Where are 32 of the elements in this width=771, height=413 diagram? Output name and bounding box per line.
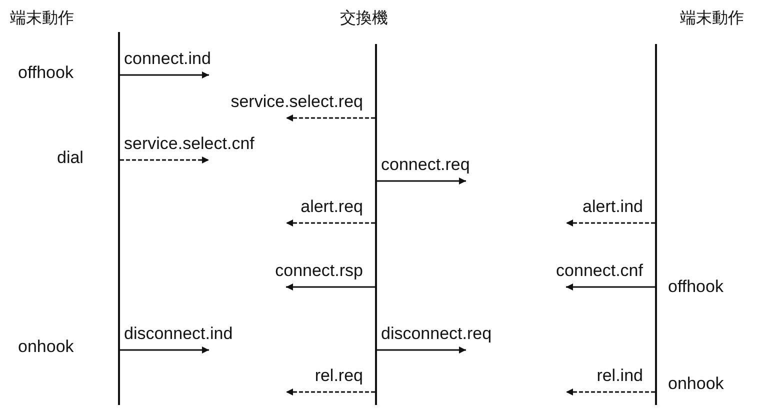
lifeline-heading: 交換機 (340, 8, 388, 29)
message-label: rel.req (314, 366, 363, 386)
terminal-action-label: dial (57, 148, 84, 168)
message-label: rel.ind (596, 366, 643, 386)
message-label: service.select.req (230, 92, 363, 112)
message-label: service.select.cnf (124, 134, 254, 154)
message-arrow (286, 114, 375, 122)
message-arrow (286, 284, 375, 290)
message-arrow (120, 346, 209, 354)
message-arrow (120, 72, 209, 78)
message-label: disconnect.req (381, 324, 492, 344)
message-label: connect.cnf (556, 261, 643, 281)
message-arrow (566, 388, 655, 396)
message-arrow (377, 178, 466, 184)
message-label: alert.ind (582, 197, 643, 217)
message-arrow (377, 346, 466, 354)
terminal-action-label: onhook (18, 337, 74, 357)
lifeline-heading: 端末動作 (10, 8, 74, 29)
terminal-action-label: onhook (668, 374, 724, 394)
message-arrow (286, 388, 375, 396)
message-label: connect.rsp (275, 261, 363, 281)
message-label: connect.req (381, 155, 470, 175)
message-label: alert.req (300, 197, 363, 217)
message-arrow (566, 284, 655, 290)
message-arrow (120, 156, 209, 164)
message-label: connect.ind (124, 49, 211, 69)
message-arrow (566, 220, 655, 226)
message-arrow (286, 220, 375, 226)
lifeline-heading: 端末動作 (680, 8, 744, 29)
message-label: disconnect.ind (124, 324, 233, 344)
terminal-action-label: offhook (18, 63, 74, 83)
terminal-action-label: offhook (668, 277, 724, 297)
